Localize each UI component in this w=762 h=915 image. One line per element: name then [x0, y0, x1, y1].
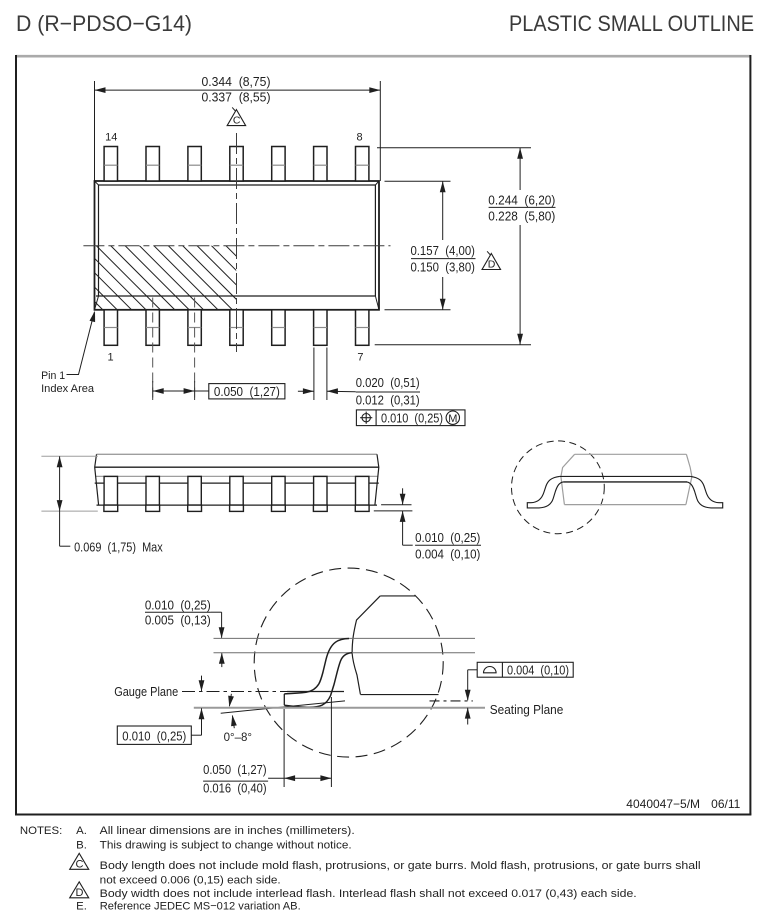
svg-text:0.004 (0,10): 0.004 (0,10): [507, 663, 569, 678]
svg-text:0.050 (1,27): 0.050 (1,27): [203, 762, 267, 777]
svg-text:0.010 (0,25): 0.010 (0,25): [122, 728, 186, 743]
svg-text:8: 8: [356, 132, 362, 144]
svg-text:14: 14: [105, 132, 117, 144]
svg-text:Body width does not include in: Body width does not include interlead fl…: [100, 888, 637, 900]
svg-text:0.020 (0,51): 0.020 (0,51): [356, 375, 420, 390]
svg-text:0.050 (1,27): 0.050 (1,27): [214, 384, 280, 399]
svg-text:C: C: [233, 115, 241, 127]
svg-text:Seating Plane: Seating Plane: [490, 703, 564, 717]
svg-text:This drawing is subject to cha: This drawing is subject to change withou…: [100, 840, 352, 852]
svg-text:0.337 (8,55): 0.337 (8,55): [202, 90, 271, 105]
svg-text:D: D: [76, 887, 84, 899]
svg-text:0.004 (0,10): 0.004 (0,10): [415, 546, 480, 561]
svg-text:1: 1: [108, 351, 114, 363]
svg-text:Index Area: Index Area: [41, 383, 95, 395]
svg-text:Body length does not include m: Body length does not include mold flash,…: [100, 860, 701, 872]
svg-text:D (R−PDSO−G14): D (R−PDSO−G14): [16, 11, 192, 36]
svg-text:0.244 (6,20): 0.244 (6,20): [488, 192, 555, 207]
svg-text:0.012 (0,31): 0.012 (0,31): [356, 393, 420, 408]
svg-text:NOTES:: NOTES:: [20, 825, 62, 837]
svg-text:Pin 1: Pin 1: [41, 370, 65, 382]
svg-text:0.344 (8,75): 0.344 (8,75): [202, 74, 271, 89]
svg-text:0.010 (0,25): 0.010 (0,25): [145, 597, 211, 612]
svg-text:0.005 (0,13): 0.005 (0,13): [145, 612, 211, 627]
svg-text:0.010 (0,25): 0.010 (0,25): [415, 530, 480, 545]
svg-text:Gauge Plane: Gauge Plane: [114, 685, 178, 699]
svg-text:0.010 (0,25): 0.010 (0,25): [381, 410, 443, 425]
svg-text:not exceed 0.006 (0,15) each s: not exceed 0.006 (0,15) each side.: [100, 875, 281, 887]
svg-text:M: M: [448, 413, 457, 425]
svg-text:0.150 (3,80): 0.150 (3,80): [410, 259, 475, 274]
svg-text:0.016 (0,40): 0.016 (0,40): [203, 781, 267, 796]
svg-text:A.: A.: [76, 825, 87, 837]
svg-text:0.157 (4,00): 0.157 (4,00): [410, 243, 475, 258]
svg-text:Reference JEDEC MS−012 variati: Reference JEDEC MS−012 variation AB.: [100, 900, 301, 912]
svg-text:4040047−5/M: 4040047−5/M: [626, 797, 700, 811]
svg-text:0°–8°: 0°–8°: [224, 732, 252, 744]
svg-text:7: 7: [357, 351, 363, 363]
svg-text:E.: E.: [76, 900, 87, 912]
svg-text:PLASTIC SMALL OUTLINE: PLASTIC SMALL OUTLINE: [509, 11, 754, 36]
svg-text:D: D: [488, 259, 496, 271]
svg-text:B.: B.: [76, 840, 87, 852]
svg-text:06/11: 06/11: [711, 797, 740, 811]
svg-text:C: C: [76, 858, 84, 870]
svg-text:0.069 (1,75) Max: 0.069 (1,75) Max: [74, 540, 163, 555]
svg-text:0.228 (5,80): 0.228 (5,80): [488, 209, 555, 224]
svg-text:All linear dimensions are in i: All linear dimensions are in inches (mil…: [100, 825, 355, 837]
